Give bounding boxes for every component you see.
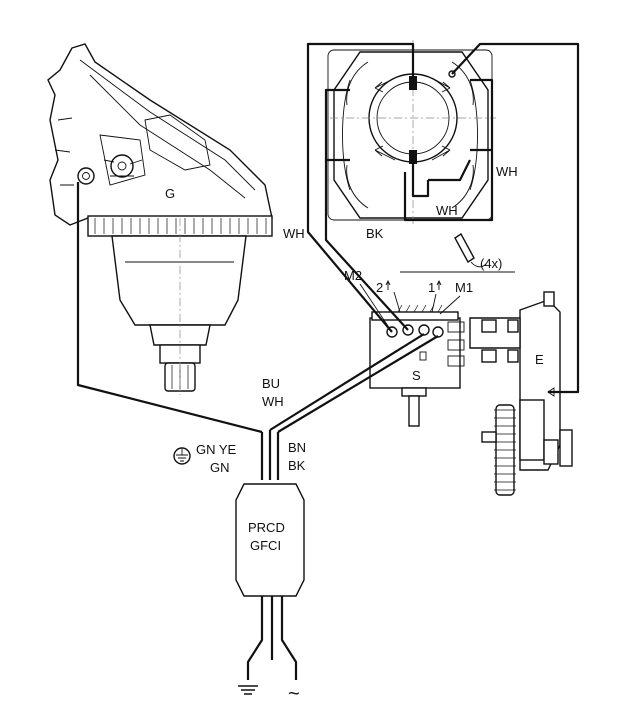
label-bk-mains: BK [288, 458, 306, 473]
motor-stator [327, 40, 496, 225]
switch-label: S [412, 368, 421, 383]
label-wh-loop: WH [436, 203, 458, 218]
ac-symbol: ~ [288, 683, 300, 705]
label-bu: BU [262, 376, 280, 391]
prcd-device [235, 483, 305, 597]
prcd-label-2: GFCI [250, 538, 281, 553]
arrow-up-icon [385, 279, 391, 290]
electronics-label: E [535, 352, 544, 367]
label-pos1: 1 [428, 280, 435, 295]
gear-head [47, 43, 273, 395]
switch [369, 304, 465, 427]
gear-head-label: G [165, 186, 175, 201]
ground-icon [173, 447, 191, 465]
wires [76, 42, 580, 680]
label-4x: (4x) [480, 256, 502, 271]
electronics-module [469, 291, 573, 496]
arrow-up-icon [436, 279, 442, 290]
ground-symbol-bottom [238, 685, 258, 695]
label-m1: M1 [455, 280, 473, 295]
label-gn-ye: GN YE [196, 442, 237, 457]
label-wh: WH [262, 394, 284, 409]
label-gn: GN [210, 460, 230, 475]
label-bk: BK [366, 226, 384, 241]
prcd-label-1: PRCD [248, 520, 285, 535]
label-wh-right: WH [496, 164, 518, 179]
label-bn: BN [288, 440, 306, 455]
label-pos2: 2 [376, 280, 383, 295]
screwdriver-icon [400, 232, 515, 273]
label-wh-left: WH [283, 226, 305, 241]
